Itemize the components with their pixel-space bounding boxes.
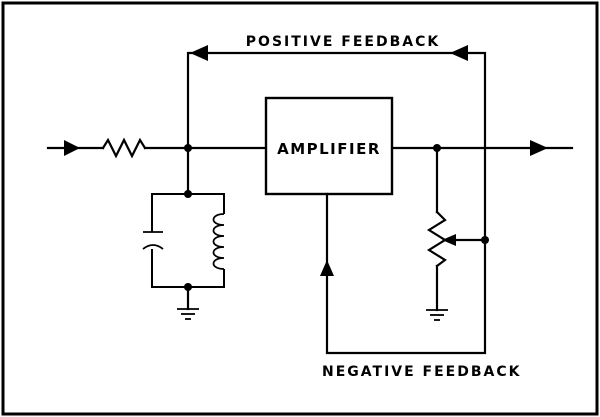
amplifier-label: AMPLIFIER — [277, 140, 381, 158]
input-resistor — [101, 137, 147, 159]
negative-feedback-label: NEGATIVE FEEDBACK — [322, 364, 522, 380]
inductor-coil — [212, 213, 225, 270]
output-arrow — [530, 140, 548, 156]
pot-wiper-arrow — [442, 234, 456, 246]
input-arrow — [64, 140, 80, 156]
amplifier-block — [264, 96, 394, 196]
negative-feedback-arrow — [320, 260, 334, 276]
positive-feedback-path — [186, 51, 487, 242]
tank-wire-gap-coil — [218, 214, 230, 269]
pot-ground-icon — [426, 309, 448, 321]
tank-wire-gap-cap — [148, 232, 158, 249]
tank-ground-icon — [177, 308, 199, 320]
potentiometer-resistor — [426, 210, 448, 268]
positive-feedback-arrow-right — [450, 45, 468, 61]
negative-feedback-path — [325, 192, 487, 355]
capacitor-plate-bottom — [142, 244, 164, 250]
positive-feedback-arrow-left — [190, 45, 208, 61]
positive-feedback-label: POSITIVE FEEDBACK — [246, 34, 440, 50]
